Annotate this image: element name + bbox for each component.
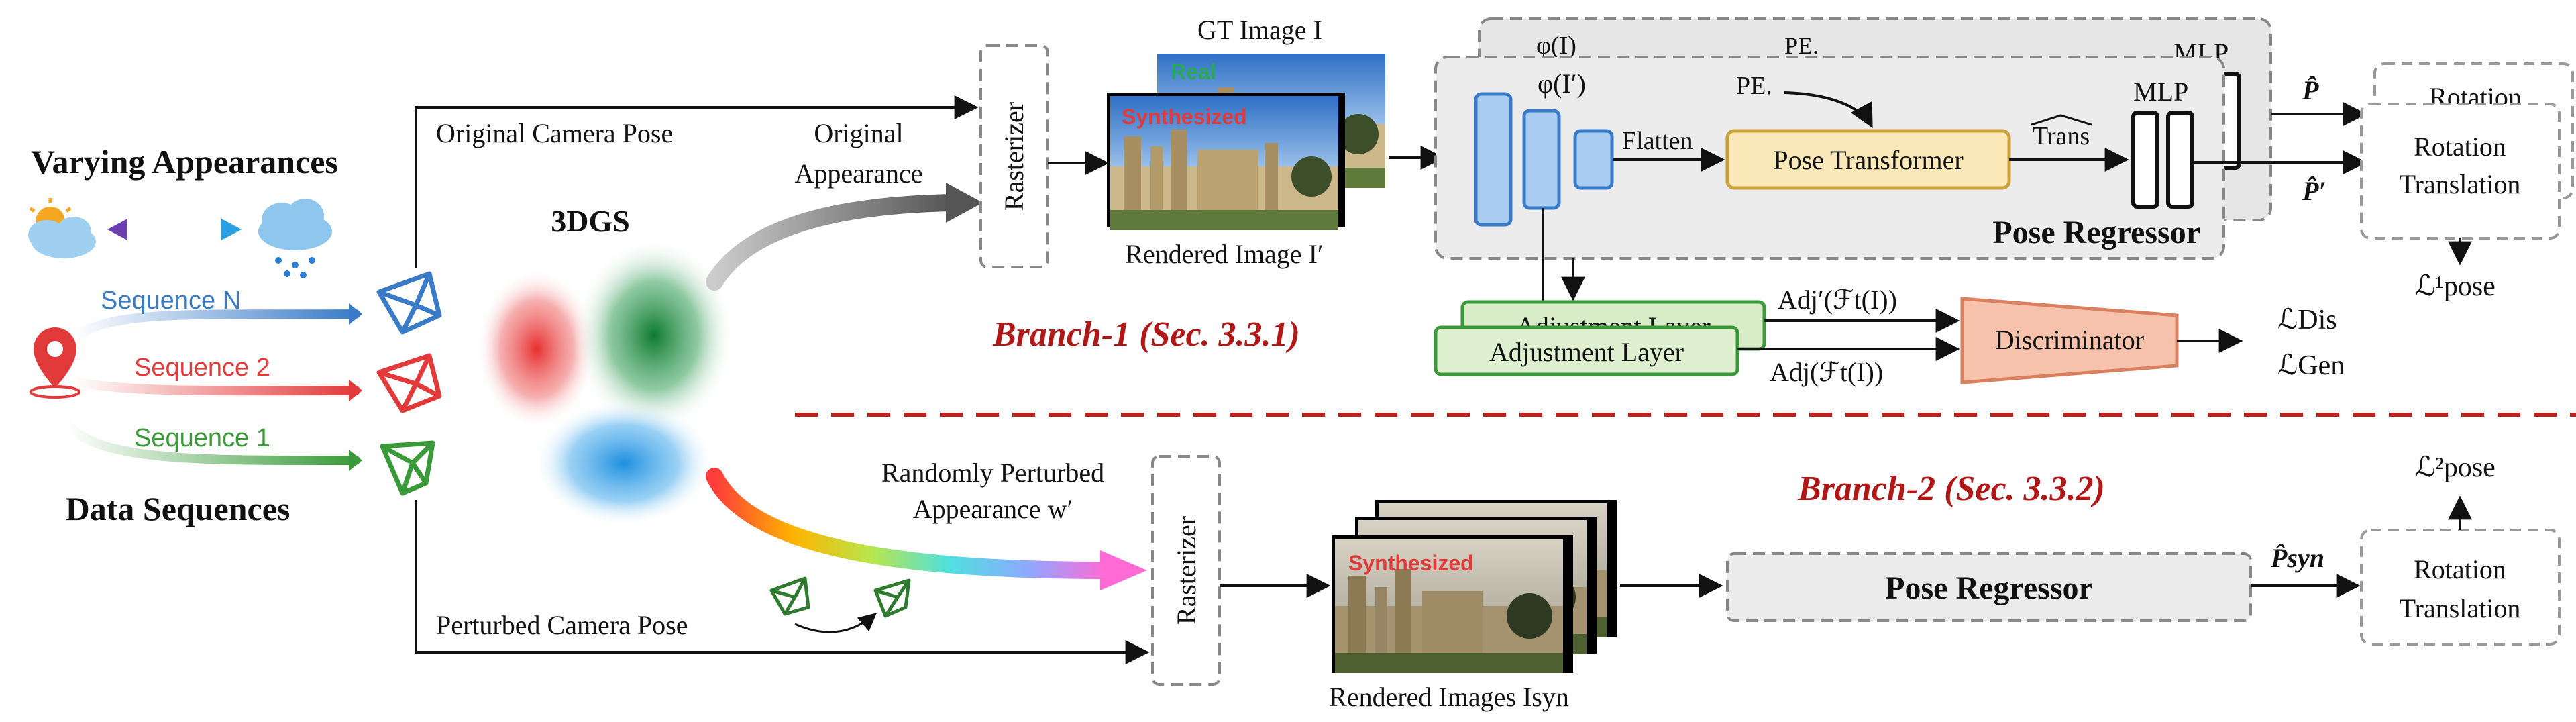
- perturbed-appearance-label-1: Randomly Perturbed: [881, 458, 1104, 488]
- perturbed-pose-label: Perturbed Camera Pose: [436, 610, 688, 640]
- sequence-2-label: Sequence 2: [134, 354, 270, 382]
- real-tag: Real: [1171, 60, 1216, 84]
- phi-label: φ(I′): [1538, 68, 1586, 99]
- adjust-layer-box: [1434, 325, 1739, 376]
- translation-label-2: Translation: [2400, 593, 2521, 623]
- gt-image-label: GT Image I: [1197, 15, 1322, 45]
- perturbed-pose-arrow: [415, 500, 1150, 664]
- pe-back-label: PE.: [1784, 32, 1819, 59]
- adj-prime-label: Adj′(ℱt(I)): [1778, 285, 1897, 315]
- adj-label: Adj(ℱt(I)): [1770, 357, 1883, 387]
- original-appearance-label-1: Original: [814, 118, 903, 148]
- branch-1-title: Branch-1 (Sec. 3.3.1): [992, 315, 1300, 354]
- rendered-images-label: Rendered Images Isyn: [1329, 682, 1569, 712]
- 3dgs-label: 3DGS: [551, 204, 630, 238]
- sequence-1-arrow: [62, 418, 360, 466]
- p-syn-label: P̂syn: [2270, 543, 2324, 573]
- original-pose-label: Original Camera Pose: [436, 118, 673, 148]
- pose-regressor-title: Pose Regressor: [1992, 215, 2200, 250]
- camera-blue-icon: [376, 271, 442, 335]
- loss-gen: ℒGen: [2277, 350, 2345, 381]
- varying-appearances-title: Varying Appearances: [31, 143, 338, 180]
- p-hat-label: P̂: [2302, 75, 2319, 105]
- flatten-label: Flatten: [1622, 127, 1693, 155]
- perturbed-appearance-arrow: [706, 468, 1116, 579]
- perturbed-appearance-label-2: Appearance w′: [913, 494, 1073, 524]
- rasterizer-2-label: Rasterizer: [1171, 516, 1201, 625]
- rotation-label-1: Rotation: [2414, 132, 2506, 162]
- loss-dis: ℒDis: [2277, 305, 2337, 336]
- branch-2-title: Branch-2 (Sec. 3.3.2): [1797, 470, 2105, 508]
- mlp-block-2: [2166, 111, 2194, 209]
- trans-label: Trans: [2033, 122, 2090, 150]
- original-pose-arrow: [415, 95, 979, 268]
- sun-cloud-icon: [28, 198, 96, 258]
- original-appearance-label-2: Appearance: [795, 158, 923, 189]
- encoder-block-1: [1474, 92, 1513, 227]
- rasterizer-2-box: [1151, 455, 1221, 686]
- encoder-block-3: [1573, 129, 1614, 190]
- gaussian-splats: [476, 238, 735, 527]
- rendered-image-label: Rendered Image I′: [1125, 239, 1323, 269]
- mlp-block-1: [2131, 111, 2159, 209]
- data-sequences-title: Data Sequences: [66, 490, 290, 527]
- perturbation-arrow: [794, 613, 877, 633]
- rotation-translation-box-2: [2360, 529, 2561, 646]
- rotation-label-2: Rotation: [2414, 554, 2506, 584]
- original-appearance-arrow: [706, 194, 961, 291]
- sequence-1-label: Sequence 1: [134, 424, 270, 452]
- p-hat-prime-label: P̂′: [2302, 176, 2326, 206]
- swap-arrow-icon: [107, 219, 241, 240]
- encoder-block-2: [1522, 109, 1561, 210]
- sequence-n-arrow: [69, 309, 360, 344]
- loss-pose-2: ℒ²pose: [2415, 452, 2496, 483]
- rasterizer-1-box: [979, 44, 1049, 268]
- translation-label-1: Translation: [2400, 169, 2521, 199]
- sequence-n-label: Sequence N: [101, 287, 241, 315]
- trans-hat: [2031, 114, 2092, 126]
- perturbed-camera-icons: [769, 576, 911, 618]
- sequence-2-arrow: [69, 376, 360, 396]
- pose-regressor-2-label: Pose Regressor: [1885, 570, 2093, 606]
- camera-red-icon: [376, 353, 442, 413]
- pe-label: PE.: [1736, 72, 1772, 100]
- pe-arrow: [1784, 91, 1873, 129]
- mlp-label: MLP: [2133, 76, 2188, 107]
- phi-back-label: φ(I): [1536, 32, 1576, 60]
- adjust-layer-label: Adjustment Layer: [1489, 337, 1684, 367]
- synthesized-tag: Synthesized: [1122, 105, 1247, 129]
- pose-transformer-label: Pose Transformer: [1773, 145, 1963, 175]
- camera-green-icon: [380, 440, 435, 496]
- loss-pose-1: ℒ¹pose: [2415, 271, 2496, 302]
- rotation-translation-box-1: [2360, 103, 2561, 240]
- location-pin-icon: [30, 327, 80, 399]
- rain-cloud-icon: [258, 199, 332, 278]
- discriminator-box: [1960, 297, 2179, 384]
- discriminator-label: Discriminator: [1995, 325, 2144, 355]
- rasterizer-1-label: Rasterizer: [999, 102, 1029, 211]
- synthesized-tag-2: Synthesized: [1348, 551, 1474, 575]
